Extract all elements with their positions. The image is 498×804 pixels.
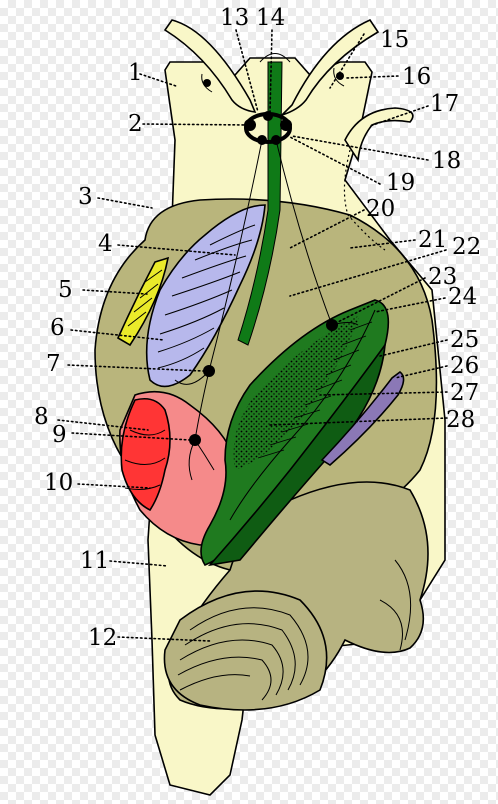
label-22: 22 [452, 234, 481, 260]
label-23: 23 [428, 264, 457, 290]
label-4: 4 [98, 231, 113, 257]
nerve-ring [244, 111, 292, 145]
left-eye [203, 79, 211, 87]
label-15: 15 [380, 27, 409, 53]
heart-ventricle [120, 397, 171, 512]
label-21: 21 [418, 227, 447, 253]
label-16: 16 [402, 64, 431, 90]
gill-filaments [233, 315, 360, 470]
osphradium [116, 256, 170, 347]
label-8: 8 [34, 404, 49, 430]
label-9: 9 [52, 422, 67, 448]
operculum [163, 590, 328, 711]
right-tentacle [281, 18, 380, 116]
label-24: 24 [448, 284, 477, 310]
label-3: 3 [78, 184, 93, 210]
label-25: 25 [450, 327, 479, 353]
nerve-connectives [174, 139, 359, 481]
label-5: 5 [58, 277, 73, 303]
kidney-folds [157, 224, 256, 369]
label-19: 19 [386, 170, 415, 196]
label-6: 6 [50, 315, 65, 341]
label-27: 27 [450, 380, 479, 406]
label-14: 14 [256, 5, 285, 31]
label-17: 17 [430, 91, 459, 117]
leader-lines [57, 29, 448, 642]
label-26: 26 [450, 353, 479, 379]
label-13: 13 [220, 5, 249, 31]
label-12: 12 [88, 625, 117, 651]
hypobranchial-gland [320, 370, 405, 466]
label-20: 20 [366, 196, 395, 222]
label-2: 2 [128, 111, 143, 137]
left-tentacle [163, 19, 257, 113]
label-18: 18 [432, 148, 461, 174]
mouth [259, 53, 291, 63]
label-11: 11 [80, 548, 109, 574]
label-28: 28 [446, 407, 475, 433]
label-1: 1 [128, 60, 143, 86]
label-7: 7 [46, 351, 61, 377]
right-eye [336, 72, 344, 80]
kidney [145, 204, 266, 388]
nerve-cord [237, 61, 283, 346]
number-labels: 1 2 3 4 5 6 7 8 9 10 11 12 13 14 15 16 1… [34, 5, 481, 651]
siphon [344, 107, 414, 163]
label-10: 10 [44, 470, 73, 496]
